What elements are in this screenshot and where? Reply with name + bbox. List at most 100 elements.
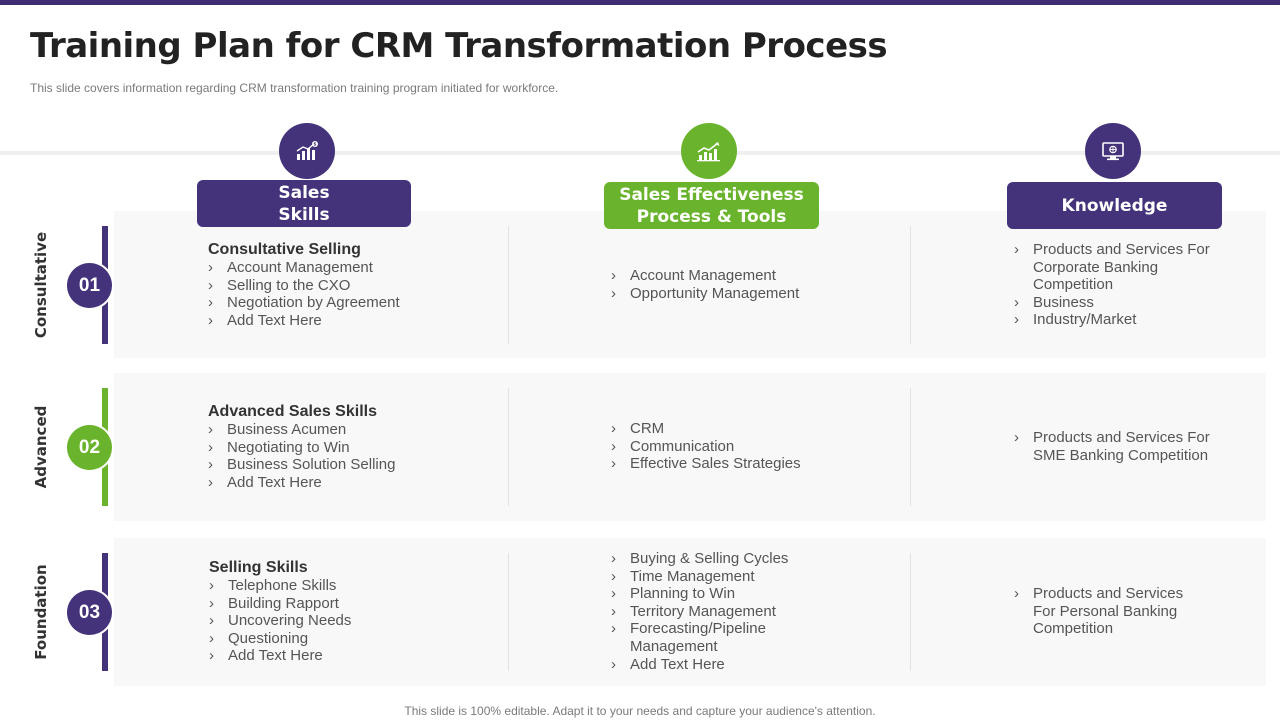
chevron-right-icon: › xyxy=(208,276,213,294)
column-separator xyxy=(508,226,509,344)
chevron-right-icon: › xyxy=(1014,429,1019,446)
column-header-label: Sales Effectiveness Process & Tools xyxy=(619,184,804,227)
growth-chart-icon xyxy=(681,123,737,179)
list-item: ›Products and Services For Corporate Ban… xyxy=(1014,241,1210,294)
list-item: ›Account Management xyxy=(611,267,776,284)
list-item: ›Opportunity Management xyxy=(611,284,800,302)
list-item: ›Territory Management xyxy=(611,602,776,620)
row-number-badge: 03 xyxy=(67,590,112,635)
list-item: ›Negotiation by Agreement xyxy=(208,294,400,312)
list-item: ›Add Text Here xyxy=(208,311,322,329)
chevron-right-icon: › xyxy=(611,655,616,673)
slide-title: Training Plan for CRM Transformation Pro… xyxy=(30,26,888,66)
monitor-icon xyxy=(1085,123,1141,179)
list-item: ›Building Rapport xyxy=(209,594,339,612)
list-item: ›Add Text Here xyxy=(208,473,322,491)
chevron-right-icon: › xyxy=(611,437,616,455)
list-item: ›Uncovering Needs xyxy=(209,612,352,630)
column-separator xyxy=(910,226,911,344)
list-item: ›Time Management xyxy=(611,567,755,585)
cell-foundation-sales-effectiveness: ›Buying & Selling Cycles ›Time Managemen… xyxy=(611,550,788,673)
chevron-right-icon: › xyxy=(611,567,616,585)
chevron-right-icon: › xyxy=(208,456,213,474)
chevron-right-icon: › xyxy=(611,267,616,284)
cell-title: Advanced Sales Skills xyxy=(208,403,377,420)
chevron-right-icon: › xyxy=(209,612,214,630)
list-item: ›Add Text Here xyxy=(611,655,725,673)
chevron-right-icon: › xyxy=(1014,293,1019,311)
list-item: ›Buying & Selling Cycles xyxy=(611,550,789,567)
chevron-right-icon: › xyxy=(611,455,616,473)
column-header-label: Sales Skills xyxy=(278,182,330,225)
top-accent-bar xyxy=(0,0,1280,5)
row-label-consultative: Consultative xyxy=(32,231,50,339)
bar-chart-icon: $ xyxy=(279,123,335,179)
chevron-right-icon: › xyxy=(208,438,213,456)
chevron-right-icon: › xyxy=(611,602,616,620)
chevron-right-icon: › xyxy=(208,421,213,438)
row-number-badge: 02 xyxy=(67,425,112,470)
chevron-right-icon: › xyxy=(1014,241,1019,258)
svg-text:$: $ xyxy=(313,142,316,148)
list-item: ›Forecasting/Pipeline Management xyxy=(611,620,766,655)
column-header-sales-skills: Sales Skills xyxy=(197,180,411,227)
list-item: ›Negotiating to Win xyxy=(208,438,350,456)
header-divider xyxy=(0,151,1280,155)
list-item: ›Business xyxy=(1014,293,1094,311)
column-header-sales-effectiveness: Sales Effectiveness Process & Tools xyxy=(604,182,819,229)
list-item: ›Selling to the CXO xyxy=(208,276,351,294)
chevron-right-icon: › xyxy=(611,550,616,567)
list-item: ›Planning to Win xyxy=(611,585,736,603)
column-separator xyxy=(910,388,911,506)
chevron-right-icon: › xyxy=(1014,585,1019,602)
chevron-right-icon: › xyxy=(209,629,214,647)
chevron-right-icon: › xyxy=(208,311,213,329)
cell-advanced-knowledge: ›Products and Services For SME Banking C… xyxy=(1014,429,1213,464)
column-separator xyxy=(508,553,509,671)
list-item: ›Effective Sales Strategies xyxy=(611,455,801,473)
list-item: ›Add Text Here xyxy=(209,647,323,665)
list-item: ›Account Management xyxy=(208,259,373,276)
chevron-right-icon: › xyxy=(611,585,616,603)
cell-consultative-sales-effectiveness: ›Account Management ›Opportunity Managem… xyxy=(611,267,799,302)
chevron-right-icon: › xyxy=(208,294,213,312)
row-panel-consultative xyxy=(114,211,1266,358)
chevron-right-icon: › xyxy=(1014,311,1019,329)
cell-foundation-sales-skills: Selling Skills ›Telephone Skills ›Buildi… xyxy=(209,559,351,665)
list-item: ›Industry/Market xyxy=(1014,311,1137,329)
row-number-badge: 01 xyxy=(67,263,112,308)
list-item: ›Business Acumen xyxy=(208,421,347,438)
chevron-right-icon: › xyxy=(208,473,213,491)
list-item: ›Questioning xyxy=(209,629,309,647)
chevron-right-icon: › xyxy=(209,594,214,612)
cell-consultative-knowledge: ›Products and Services For Corporate Ban… xyxy=(1014,241,1218,329)
list-item: ›Telephone Skills xyxy=(209,577,337,594)
chevron-right-icon: › xyxy=(209,577,214,594)
chevron-right-icon: › xyxy=(209,647,214,665)
row-panel-advanced xyxy=(114,373,1266,521)
chevron-right-icon: › xyxy=(208,259,213,276)
slide-footer: This slide is 100% editable. Adapt it to… xyxy=(404,704,876,718)
list-item: ›CRM xyxy=(611,420,665,437)
list-item: ›Products and Services For Personal Bank… xyxy=(1014,585,1184,638)
column-separator xyxy=(910,553,911,671)
list-item: ›Communication xyxy=(611,437,735,455)
cell-consultative-sales-skills: Consultative Selling ›Account Management… xyxy=(208,241,400,329)
column-header-label: Knowledge xyxy=(1061,195,1168,216)
row-label-foundation: Foundation xyxy=(32,564,50,660)
row-panel-foundation xyxy=(114,538,1266,686)
slide-subtitle: This slide covers information regarding … xyxy=(30,81,559,95)
cell-foundation-knowledge: ›Products and Services For Personal Bank… xyxy=(1014,585,1193,638)
list-item: ›Business Solution Selling xyxy=(208,456,396,474)
chevron-right-icon: › xyxy=(611,284,616,302)
column-separator xyxy=(508,388,509,506)
cell-title: Selling Skills xyxy=(209,559,308,576)
column-header-knowledge: Knowledge xyxy=(1007,182,1222,229)
chevron-right-icon: › xyxy=(611,420,616,437)
chevron-right-icon: › xyxy=(611,620,616,638)
cell-title: Consultative Selling xyxy=(208,241,361,258)
list-item: ›Products and Services For SME Banking C… xyxy=(1014,429,1210,464)
cell-advanced-sales-effectiveness: ›CRM ›Communication ›Effective Sales Str… xyxy=(611,420,801,473)
cell-advanced-sales-skills: Advanced Sales Skills ›Business Acumen ›… xyxy=(208,403,395,491)
row-label-advanced: Advanced xyxy=(32,405,50,489)
